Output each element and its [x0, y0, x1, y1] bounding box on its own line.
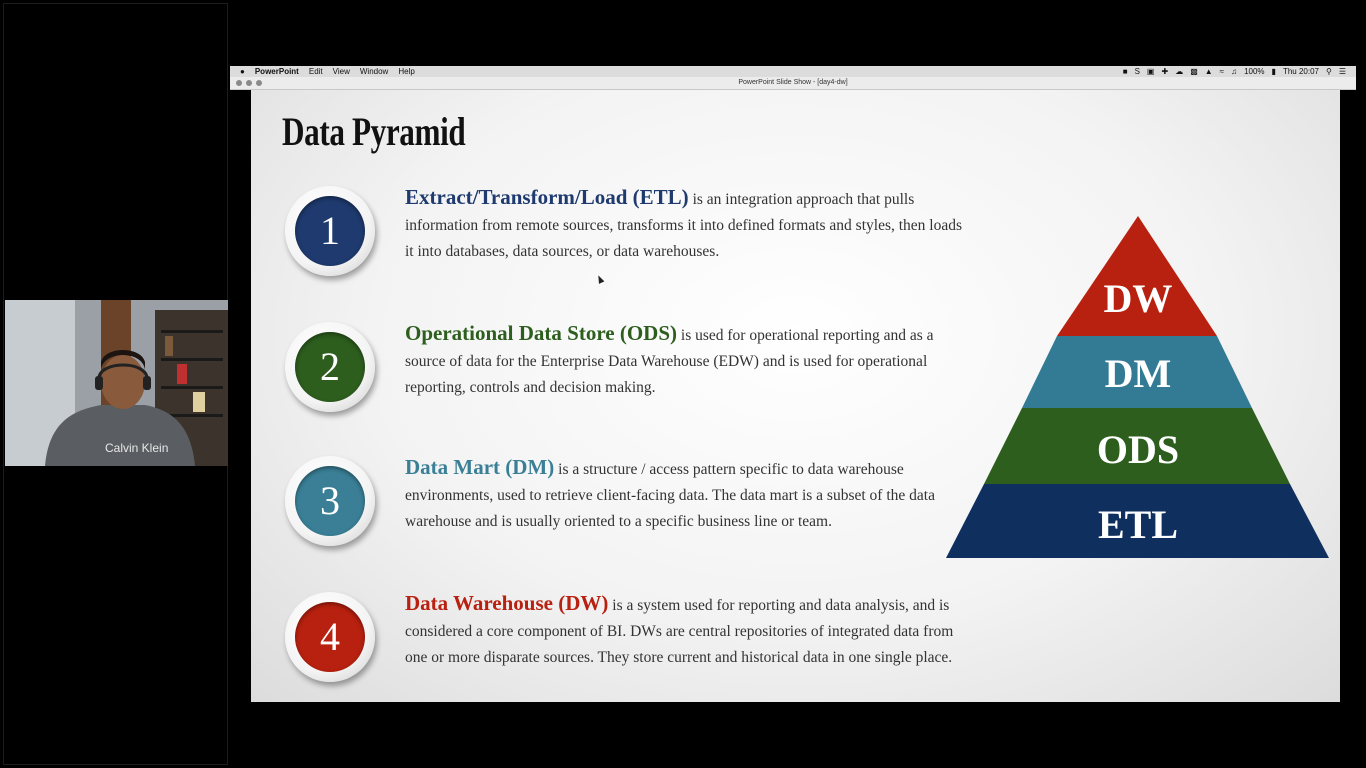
list-item: 3 Data Mart (DM) is a structure / access…	[285, 454, 985, 556]
list-item: 2 Operational Data Store (ODS) is used f…	[285, 320, 985, 422]
menu-edit[interactable]: Edit	[308, 67, 323, 76]
data-pyramid-diagram: DW DM ODS ETL	[946, 216, 1329, 558]
status-icon[interactable]: S	[1134, 67, 1140, 76]
pyramid-label-dm: DM	[1105, 351, 1172, 396]
item-description: Operational Data Store (ODS) is used for…	[405, 320, 965, 401]
shirt-logo-text: Calvin Klein	[105, 441, 168, 455]
volume-icon[interactable]: ♫	[1231, 67, 1238, 76]
item-description: Data Warehouse (DW) is a system used for…	[405, 590, 965, 671]
pyramid-label-ods: ODS	[1097, 427, 1179, 472]
pyramid-level-ods	[984, 408, 1290, 484]
wifi-icon[interactable]: ≈	[1219, 67, 1225, 76]
apple-menu-icon[interactable]: ●	[240, 67, 245, 76]
number-badge-value: 1	[295, 196, 365, 266]
item-description: Extract/Transform/Load (ETL) is an integ…	[405, 184, 965, 265]
webcam-feed: Calvin Klein	[5, 300, 228, 466]
spotlight-search-icon[interactable]: ⚲	[1325, 67, 1332, 76]
slide-title: Data Pyramid	[282, 109, 466, 154]
menu-bar: ● PowerPoint Edit View Window Help ■ S ▣…	[230, 66, 1356, 77]
item-text: is an integration approach that pulls in…	[405, 191, 963, 260]
menu-view[interactable]: View	[332, 67, 350, 76]
number-badge-value: 4	[295, 602, 365, 672]
window-titlebar: PowerPoint Slide Show - [day4-dw]	[230, 77, 1356, 90]
status-area: ■ S ▣ ✚ ☁ ▩ ▲ ≈ ♫ 100% ▮ Thu 20:07 ⚲ ☰	[1123, 67, 1356, 76]
cloud-icon[interactable]: ☁	[1175, 67, 1184, 76]
pyramid-level-etl	[946, 484, 1329, 558]
item-text: is a structure / access pattern specific…	[405, 461, 935, 530]
item-term: Extract/Transform/Load (ETL)	[405, 185, 689, 209]
minimize-window-button[interactable]	[246, 80, 252, 86]
close-window-button[interactable]	[236, 80, 242, 86]
status-icon[interactable]: ▲	[1204, 67, 1213, 76]
item-text: is used for operational reporting and as…	[405, 327, 934, 396]
list-item: 1 Extract/Transform/Load (ETL) is an int…	[285, 184, 985, 286]
item-term: Data Warehouse (DW)	[405, 591, 609, 615]
window-controls	[236, 80, 262, 86]
notification-center-icon[interactable]: ☰	[1338, 67, 1346, 76]
item-term: Operational Data Store (ODS)	[405, 321, 678, 345]
status-icon[interactable]: ▣	[1146, 67, 1155, 76]
clock[interactable]: Thu 20:07	[1282, 67, 1319, 76]
item-term: Data Mart (DM)	[405, 455, 555, 479]
pyramid-level-dw	[1057, 216, 1217, 336]
pyramid-label-dw: DW	[1104, 276, 1173, 321]
number-badge-value: 3	[295, 466, 365, 536]
slide[interactable]: Data Pyramid 1 Extract/Transform/Load (E…	[251, 90, 1340, 702]
number-badge: 3	[285, 456, 375, 546]
window-title: PowerPoint Slide Show - [day4-dw]	[738, 79, 848, 86]
webcam-column: Calvin Klein	[0, 0, 230, 768]
status-icon[interactable]: ▩	[1190, 67, 1198, 76]
battery-icon[interactable]: ▮	[1271, 67, 1276, 76]
menu-window[interactable]: Window	[359, 67, 389, 76]
list-item: 4 Data Warehouse (DW) is a system used f…	[285, 590, 985, 692]
pyramid-level-dm	[1022, 336, 1252, 408]
maximize-window-button[interactable]	[256, 80, 262, 86]
number-badge: 4	[285, 592, 375, 682]
number-badge: 2	[285, 322, 375, 412]
number-badge: 1	[285, 186, 375, 276]
menu-app-powerpoint[interactable]: PowerPoint	[254, 67, 299, 76]
menu-help[interactable]: Help	[398, 67, 415, 76]
number-badge-value: 2	[295, 332, 365, 402]
item-description: Data Mart (DM) is a structure / access p…	[405, 454, 965, 535]
status-icon[interactable]: ✚	[1161, 67, 1169, 76]
item-text: is a system used for reporting and data …	[405, 597, 954, 666]
battery-percent[interactable]: 100%	[1244, 67, 1265, 76]
pyramid-label-etl: ETL	[1098, 502, 1178, 547]
status-icon[interactable]: ■	[1122, 67, 1128, 76]
